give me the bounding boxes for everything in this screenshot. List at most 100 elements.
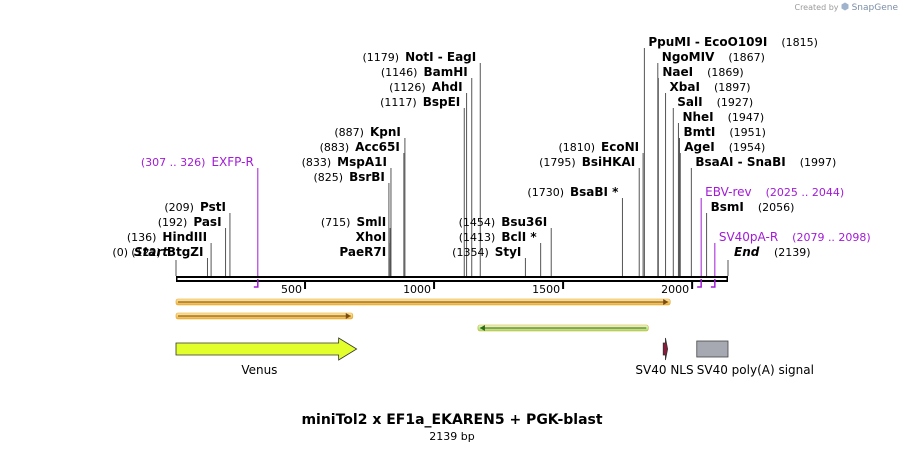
site-position: (887) [334,126,364,139]
ruler-tick-label: 500 [281,283,302,296]
orf-arrowhead [345,313,351,319]
site-position: (1354) [452,246,489,259]
site-name: BsaAI - SnaBI [695,155,785,169]
map-title: miniTol2 x EF1a_EKAREN5 + PGK-blast [301,412,603,428]
site-name: BsmI [711,200,744,214]
primer-position: (2079 .. 2098) [792,231,871,244]
backbone-end-cap [726,276,728,282]
ruler-tick [304,281,307,289]
site-name: HindIII [162,230,207,244]
primer-binding-mark [710,279,716,288]
feature-label: SV40 poly(A) signal [697,363,814,377]
snapgene-credit: Created by SnapGene [794,2,898,13]
primer-name: EXFP-R [211,155,253,169]
site-name: KpnI [370,125,401,139]
endpoint-name: Start [134,245,169,259]
site-position: (833) [302,156,332,169]
ruler-tick-label: 1000 [403,283,431,296]
site-position: (1897) [714,81,751,94]
ruler-tick [562,281,565,289]
site-name: Bsu36I [501,215,547,229]
backbone-bottom-strand [176,280,728,282]
orf-arrowhead [663,299,669,305]
orf-tracks [175,298,671,332]
created-by-label: Created by [794,3,839,12]
primer-name: EBV-rev [705,185,751,199]
endpoint-name: End [734,245,760,259]
site-position: (1869) [707,66,744,79]
site-position: (1954) [729,141,766,154]
site-position: (1867) [728,51,765,64]
feature-arrow [662,337,669,361]
site-name: NotI - EagI [405,50,476,64]
site-position: (1730) [527,186,564,199]
dna-backbone: 500 1000 1500 2000 [176,276,728,296]
site-name: StyI [495,245,522,259]
feature-box [696,340,729,358]
site-position: (1815) [781,36,818,49]
site-position: (122) [131,246,161,259]
primer-name: SV40pA-R [719,230,778,244]
site-position: (2056) [758,201,795,214]
site-leader-lines [175,48,729,276]
site-name: BspEI [423,95,461,109]
site-name: PaeR7I [339,245,386,259]
primer-binding-mark [253,279,259,288]
features: Venus SV40 NLS SV40 poly(A) signal [175,337,814,377]
primer-position: (307 .. 326) [141,156,206,169]
site-position: (1126) [389,81,426,94]
site-position: (1413) [459,231,496,244]
ruler-tick [691,281,694,289]
site-name: MspA1I [337,155,387,169]
site-name: Acc65I [355,140,400,154]
ruler-tick-label: 1500 [532,283,560,296]
site-name: BmtI [683,125,715,139]
site-name: AhdI [432,80,463,94]
site-name: XbaI [670,80,700,94]
brand-label: SnapGene [851,3,898,13]
site-name: SmlI [356,215,386,229]
orf-arrowhead [479,325,485,331]
site-name: BsaBI * [570,185,619,199]
backbone-start-cap [176,276,178,282]
primer-position: (2025 .. 2044) [766,186,845,199]
site-labels: BtgZI(122)HindIII(136)PasI(192)PstI(209)… [112,35,871,288]
site-name: BsiHKAI [582,155,636,169]
site-position: (1997) [800,156,837,169]
site-name: XhoI [356,230,387,244]
backbone-top-strand [176,276,728,278]
site-position: (136) [127,231,157,244]
site-name: AgeI [684,140,714,154]
feature-label: SV40 NLS [635,363,693,377]
site-name: BsrBI [349,170,385,184]
site-position: (1810) [558,141,595,154]
feature-label: Venus [241,363,277,377]
site-position: (825) [313,171,343,184]
site-position: (715) [321,216,351,229]
site-name: BclI * [501,230,537,244]
site-name: NaeI [662,65,693,79]
site-position: (1179) [362,51,399,64]
endpoint-position: (0) [112,246,128,259]
site-name: PpuMI - EcoO109I [648,35,767,49]
site-name: BtgZI [167,245,204,259]
site-position: (1927) [717,96,754,109]
site-name: PasI [193,215,221,229]
snapgene-logo-icon [841,2,852,12]
site-position: (1947) [728,111,765,124]
site-position: (1146) [381,66,418,79]
ruler-tick-label: 2000 [661,283,689,296]
site-name: SalI [677,95,702,109]
ruler-tick [433,281,436,289]
site-name: NheI [682,110,713,124]
site-position: (1795) [539,156,576,169]
site-position: (1951) [729,126,766,139]
feature-arrow [175,337,358,361]
site-position: (1117) [380,96,417,109]
site-position: (1454) [459,216,496,229]
site-position: (192) [158,216,188,229]
site-name: EcoNI [601,140,639,154]
site-position: (883) [320,141,350,154]
primer-binding-mark [697,279,702,288]
